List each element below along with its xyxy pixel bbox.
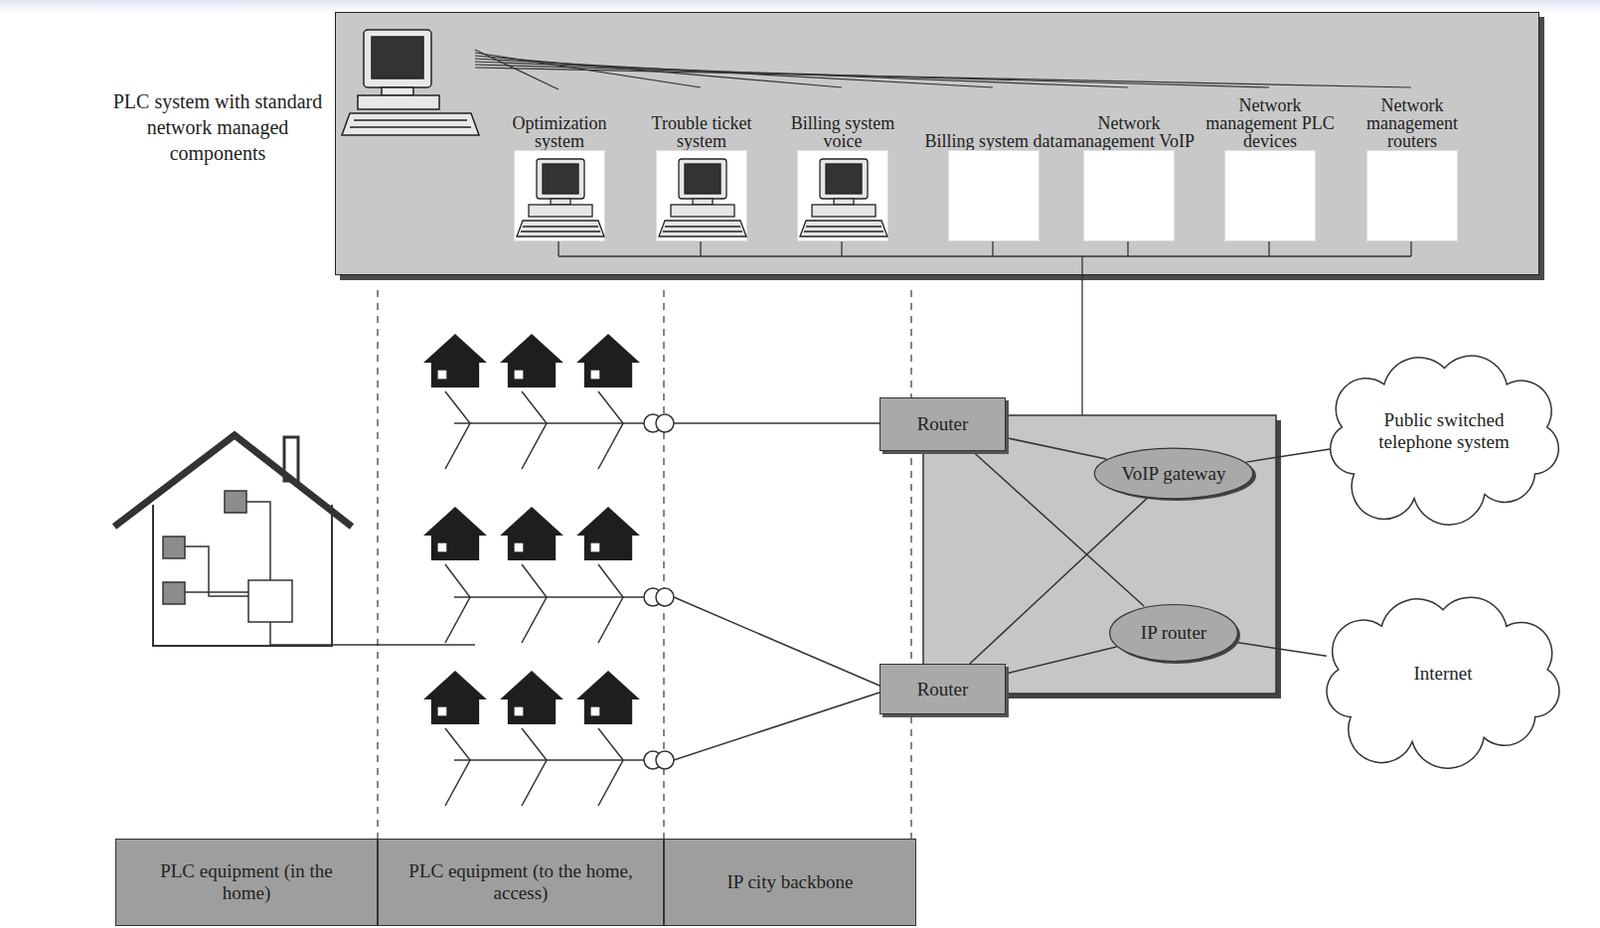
connector	[1235, 641, 1327, 656]
node-label: Router	[917, 678, 969, 701]
node-label: IP router	[1140, 622, 1207, 644]
computer-icon	[656, 151, 749, 243]
system-terminal	[797, 150, 889, 242]
backbone-box	[923, 415, 1277, 694]
node-label: IP city backbone	[715, 871, 865, 894]
node-label: PLC equipment (in the home)	[147, 860, 346, 905]
router-box: Router	[879, 397, 1006, 452]
system-label: Network management routers	[1342, 92, 1482, 151]
zone-band: PLC equipment (to the home, access)	[377, 838, 664, 927]
system-terminal	[1083, 150, 1175, 242]
system-box: Network management PLC devices	[1200, 92, 1340, 242]
connector	[1005, 438, 1107, 461]
system-label-text: Billing system voice	[773, 114, 913, 151]
gateway-ellipse: VoIP gateway	[1091, 446, 1257, 501]
panel-fill	[334, 11, 1540, 276]
system-label: Trouble ticket system	[632, 92, 772, 151]
zone-band: IP city backbone	[663, 838, 917, 927]
node-label: VoIP gateway	[1120, 463, 1226, 485]
computer-icon	[341, 29, 480, 136]
system-label: Billing system voice	[773, 92, 913, 151]
system-box: Trouble ticket system	[632, 92, 772, 242]
feeder-lines	[445, 391, 880, 806]
connector	[1246, 449, 1330, 463]
system-box: Optimization system	[489, 92, 630, 242]
system-label: Network management PLC devices	[1200, 92, 1340, 151]
node-label: Internet	[1358, 662, 1528, 685]
computer-icon	[514, 151, 607, 243]
router-ellipse: IP router	[1107, 602, 1241, 664]
panel-title: PLC system with standard network managed…	[111, 88, 324, 166]
system-box: Network management VoIP	[1059, 92, 1199, 242]
system-box: Network management routers	[1342, 92, 1482, 242]
divider-lines	[377, 290, 912, 839]
network-cloud: Internet	[1309, 591, 1577, 757]
system-terminal	[948, 150, 1040, 242]
home-illustration	[114, 435, 476, 646]
system-box: Billing system voice	[773, 92, 913, 242]
system-label-text: Trouble ticket system	[632, 114, 772, 151]
fan-lines	[475, 49, 1412, 90]
system-label-text: Billing system data	[925, 132, 1064, 151]
system-label-text: Optimization system	[489, 114, 630, 151]
bus-line	[558, 240, 1412, 416]
system-terminal	[1366, 150, 1458, 242]
connector	[1005, 646, 1117, 674]
node-label: PLC equipment (to the home, access)	[401, 860, 640, 905]
system-label-text: Network management routers	[1342, 96, 1482, 151]
houses	[423, 333, 640, 725]
router-box: Router	[879, 663, 1006, 715]
system-label: Billing system data	[924, 92, 1064, 151]
system-label-text: Network management VoIP	[1059, 114, 1199, 151]
node-label: Router	[917, 413, 969, 436]
computer-icon	[798, 151, 890, 243]
network-cloud: Public switched telephone system	[1313, 349, 1576, 513]
system-panel: PLC system with standard network managed…	[334, 11, 1540, 276]
zone-band: PLC equipment (in the home)	[115, 838, 378, 927]
system-label-text: Network management PLC devices	[1200, 96, 1340, 151]
system-terminal	[655, 150, 748, 242]
node-label: Public switched telephone system	[1359, 409, 1529, 454]
system-box: Billing system data	[924, 92, 1064, 242]
system-terminal	[1224, 150, 1316, 242]
system-label: Optimization system	[489, 92, 630, 151]
system-terminal	[513, 150, 606, 242]
system-label: Network management VoIP	[1059, 92, 1199, 151]
